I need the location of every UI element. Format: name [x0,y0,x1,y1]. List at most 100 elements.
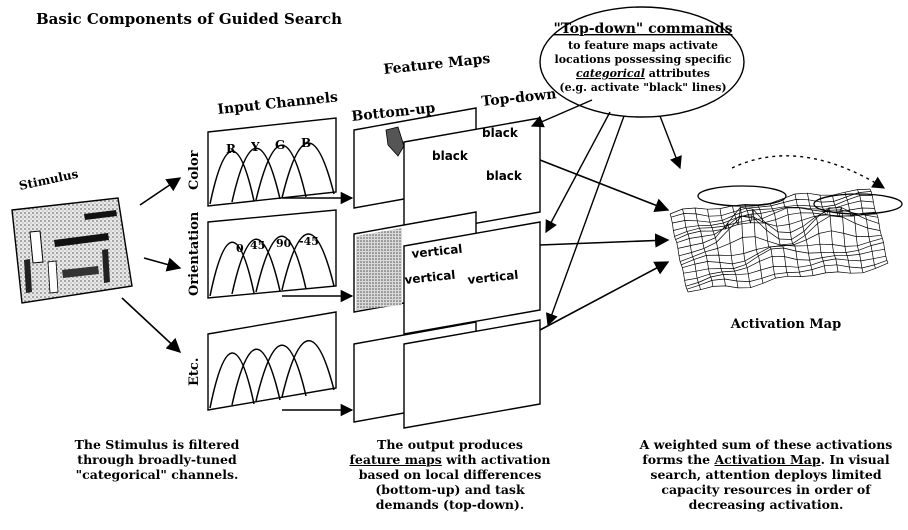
orientation-topdown-map [403,221,541,335]
orientation-tune-90: 90 [276,237,292,250]
feature-maps-label: Feature Maps [383,51,491,78]
stimulus-white-bar-2 [47,260,59,294]
mesh-line [694,207,714,287]
caption-left-line-3: "categorical" channels. [75,467,239,482]
orientation-tune-45: 45 [250,239,265,252]
mesh-line [686,260,888,290]
mesh-line [769,203,789,277]
arrow-stimulus-to-etc [121,297,182,353]
arrow-etc-to-activation [539,261,670,331]
caption-right-line-4: capacity resources in order of [661,482,871,497]
mesh-line [676,213,877,244]
color-feature-maps: black black black [353,107,541,237]
attention-spotlight-1 [697,185,787,207]
caption-right: A weighted sum of these activations form… [626,437,906,512]
caption-left-line-1: The Stimulus is filtered [74,437,240,452]
caption-activation-map: Activation Map [714,452,821,467]
topdown-line-1: to feature maps activate [568,39,718,52]
mesh-line [832,195,851,274]
stimulus-dark-bar [24,259,32,293]
caption-middle-line-2: feature maps with activation [345,452,555,467]
top-down-label: Top-down [481,86,557,110]
mesh-line [682,208,701,290]
arrow-stimulus-to-color [139,177,182,206]
mesh-line [757,204,776,279]
attention-shift-arrow [731,155,886,189]
mesh-line [782,198,801,277]
mesh-line [869,188,889,264]
mesh-line [681,230,882,266]
topdown-line-4: (e.g. activate "black" lines) [559,81,726,94]
diagram-title: Basic Components of Guided Search [36,10,342,28]
orientation-topdown-word-1: vertical [411,242,463,261]
stimulus-label: Stimulus [18,167,80,193]
orientation-tune-0: 0 [236,242,244,255]
mesh-line [707,209,726,286]
orientation-channel: 0 45 90 -45 Orientation [187,209,337,299]
color-topdown-word-3: black [486,169,523,183]
etc-channel-panel [207,311,337,411]
etc-channel-label: Etc. [187,358,202,386]
activation-surface-mesh [669,188,889,293]
color-tune-y: Y [250,140,260,154]
color-channel-label: Color [187,150,202,190]
arrow-color-to-activation [539,159,670,212]
stimulus: Stimulus [11,167,133,304]
stimulus-bar-top [84,210,117,220]
caption-right-line-2-rest: . In visual [820,452,890,467]
mesh-line [807,193,826,273]
caption-right-line-5: decreasing activation. [688,497,844,512]
input-channels-label: Input Channels [217,89,339,118]
topdown-heading: "Top-down" commands [554,21,733,37]
stimulus-dark-bar-2 [102,249,110,283]
caption-middle-line-2-rest: with activation [441,452,551,467]
orientation-topdown-word-2: vertical [404,268,456,287]
mesh-line [744,204,764,284]
color-topdown-word-1: black [482,126,519,140]
stimulus-white-bar [29,230,44,264]
caption-feature-maps: feature maps [349,452,442,467]
stimulus-bar-lower [62,266,99,278]
etc-channel: Etc. [187,311,337,411]
etc-tuning-curves [209,340,335,409]
orientation-topdown-word-3: vertical [467,268,519,287]
arrow-orientation-to-activation [539,233,670,248]
etc-topdown-map [403,319,541,429]
color-topdown-map [403,117,541,237]
orientation-channel-label: Orientation [187,211,202,296]
caption-middle-line-4: (bottom-up) and task [375,482,525,497]
color-channel-panel [207,117,337,207]
mesh-line [674,207,875,237]
caption-right-line-3: search, attention deploys limited [650,467,882,482]
topdown-ellipse [539,6,745,118]
etc-feature-maps [353,319,541,429]
color-topdown-word-2: black [432,149,469,163]
caption-left: The Stimulus is filtered through broadly… [52,437,262,482]
mesh-line [857,189,876,269]
color-channel: R Y G B Color [187,117,337,207]
orientation-feature-maps: vertical vertical vertical [353,211,541,335]
mesh-line [794,193,814,276]
color-tuning-curves [209,142,335,205]
caption-right-line-1: A weighted sum of these activations [639,437,893,452]
caption-middle-line-1: The output produces [377,437,523,452]
arrow-topdown-to-etc [545,115,625,327]
orientation-channel-panel [207,209,337,299]
attention-spotlight-2 [813,193,903,215]
caption-left-line-2: through broadly-tuned [77,452,237,467]
caption-middle-line-5: demands (top-down). [375,497,525,512]
activation-map-label: Activation Map [730,317,841,332]
arrow-stimulus-to-orientation [143,257,182,272]
caption-middle-line-3: based on local differences [358,467,542,482]
color-tune-r: R [226,142,237,156]
topdown-line-3: categorical attributes [576,67,710,80]
caption-right-line-2: forms the Activation Map. In visual [626,452,906,467]
mesh-line [685,255,886,287]
color-tune-g: G [275,138,285,152]
topdown-line-2: locations possessing specific [555,53,732,66]
color-tune-b: B [301,136,311,150]
orientation-tuning-curves [209,233,335,297]
caption-middle: The output produces feature maps with ac… [345,437,555,512]
stimulus-image [11,197,133,304]
